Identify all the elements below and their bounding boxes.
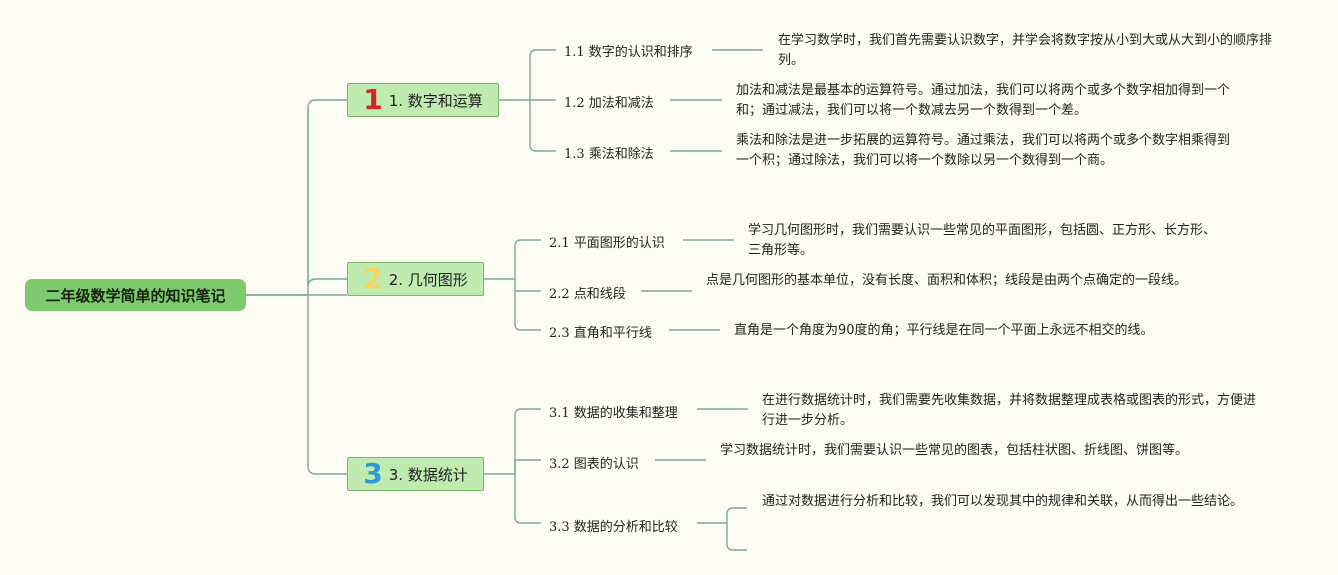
desc-2-3: 直角是一个角度为90度的角；平行线是在同一个平面上永远不相交的线。 (734, 323, 1154, 338)
branch-label: 3. 数据统计 (388, 465, 468, 484)
branch-numbers-operations[interactable]: 1 1. 数字和运算 (347, 83, 499, 117)
branch-label: 1. 数字和运算 (388, 91, 483, 110)
desc-3-3: 通过对数据进行分析和比较，我们可以发现其中的规律和关联，从而得出一些结论。 (762, 494, 1244, 509)
desc-3-2: 学习数据统计时，我们需要认识一些常见的图表，包括柱状图、折线图、饼图等。 (720, 443, 1189, 458)
desc-1-3: 乘法和除法是进一步拓展的运算符号。通过乘法，我们可以将两个或多个数字相乘得到一个… (736, 133, 1231, 168)
number-three-icon: 3 (363, 457, 383, 490)
subtopic-3-2[interactable]: 3.2 图表的认识 (549, 457, 639, 472)
branch-label: 2. 几何图形 (388, 270, 468, 289)
subtopic-1-1[interactable]: 1.1 数字的认识和排序 (564, 45, 693, 60)
desc-3-1: 在进行数据统计时，我们需要先收集数据，并将数据整理成表格或图表的形式，方便进行进… (762, 393, 1257, 428)
subtopic-3-3[interactable]: 3.3 数据的分析和比较 (549, 520, 678, 535)
subtopic-3-1[interactable]: 3.1 数据的收集和整理 (549, 406, 678, 421)
desc-1-2: 加法和减法是最基本的运算符号。通过加法，我们可以将两个或多个数字相加得到一个和；… (736, 83, 1231, 118)
number-two-icon: 2 (363, 262, 383, 295)
subtopic-1-3[interactable]: 1.3 乘法和除法 (564, 147, 654, 162)
subtopic-2-1[interactable]: 2.1 平面图形的认识 (549, 236, 665, 251)
desc-2-2: 点是几何图形的基本单位，没有长度、面积和体积；线段是由两个点确定的一段线。 (706, 273, 1188, 288)
subtopic-2-3[interactable]: 2.3 直角和平行线 (549, 326, 652, 341)
root-topic[interactable]: 二年级数学简单的知识笔记 (25, 279, 246, 311)
branch-statistics[interactable]: 3 3. 数据统计 (347, 457, 484, 491)
desc-1-1: 在学习数学时，我们首先需要认识数字，并学会将数字按从小到大或从大到小的顺序排列。 (778, 33, 1273, 68)
desc-2-1: 学习几何图形时，我们需要认识一些常见的平面图形，包括圆、正方形、长方形、三角形等… (748, 223, 1217, 258)
subtopic-1-2[interactable]: 1.2 加法和减法 (564, 96, 654, 111)
number-one-icon: 1 (363, 83, 383, 116)
subtopic-2-2[interactable]: 2.2 点和线段 (549, 287, 626, 302)
branch-geometry[interactable]: 2 2. 几何图形 (347, 262, 484, 296)
